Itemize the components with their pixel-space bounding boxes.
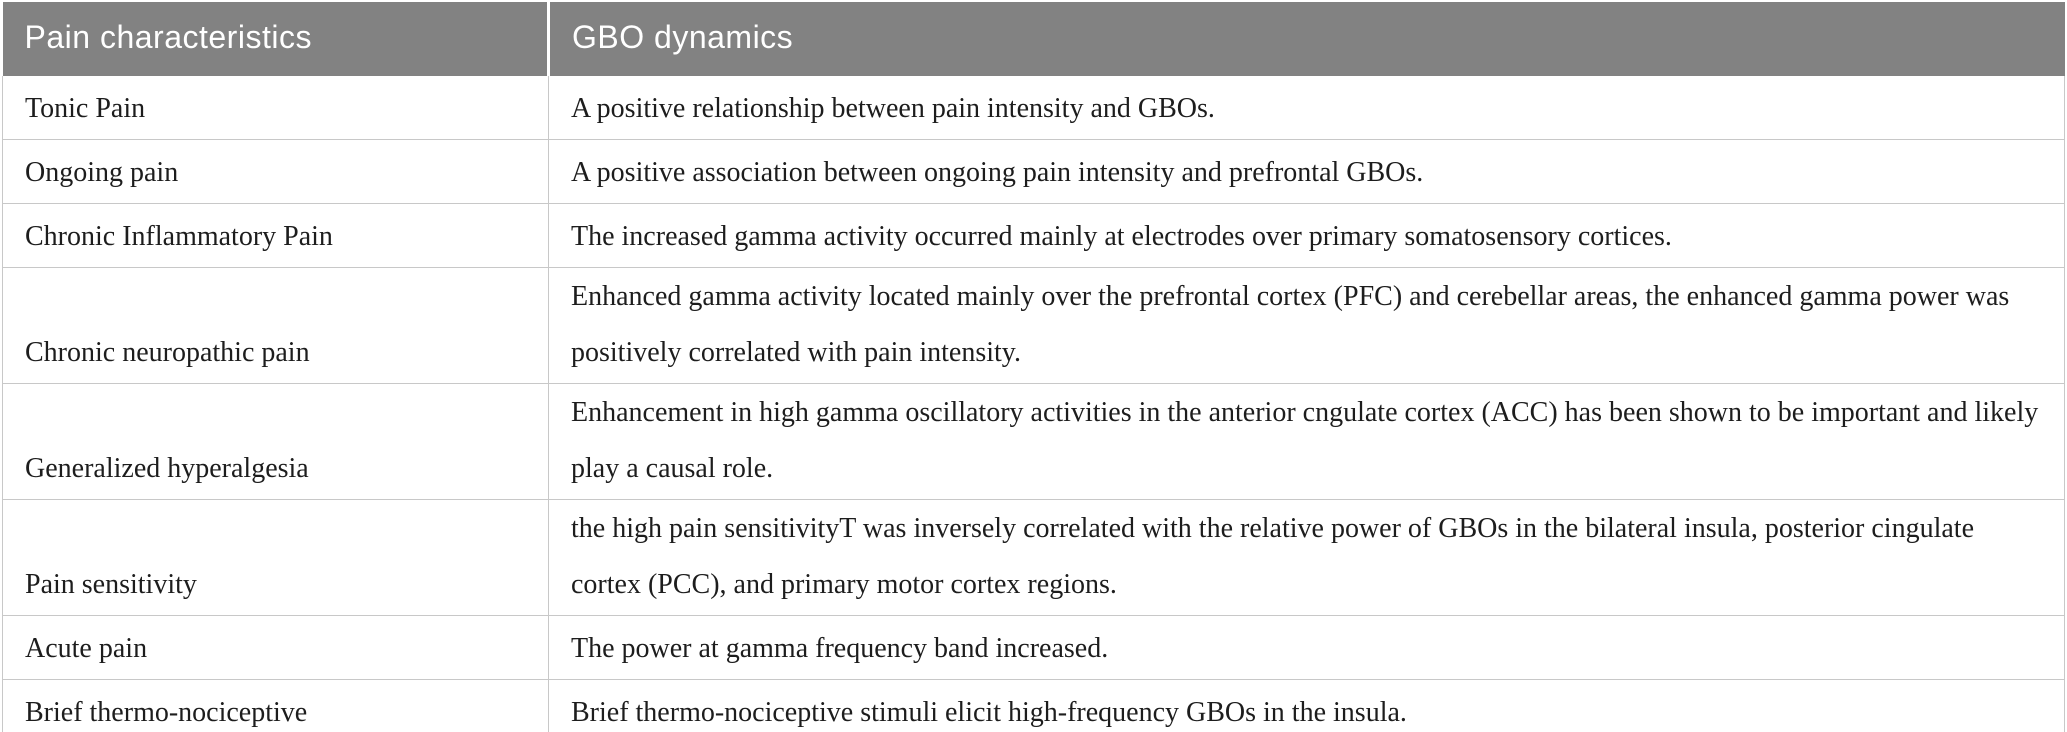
- table-row: Ongoing pain A positive association betw…: [2, 139, 2065, 204]
- pain-characteristic-cell: Brief thermo-nociceptive: [2, 679, 549, 732]
- gbo-dynamics-cell: The power at gamma frequency band increa…: [548, 615, 2065, 680]
- pain-characteristic-cell: Chronic Inflammatory Pain: [2, 203, 549, 268]
- pain-characteristic-cell: Ongoing pain: [2, 139, 549, 204]
- table-body: Tonic Pain A positive relationship betwe…: [2, 76, 2065, 732]
- column-header-pain-characteristics: Pain characteristics: [2, 2, 550, 76]
- gbo-dynamics-cell: A positive association between ongoing p…: [548, 139, 2065, 204]
- gbo-dynamics-cell: Enhancement in high gamma oscillatory ac…: [548, 383, 2065, 500]
- table-header: Pain characteristics GBO dynamics: [2, 2, 2065, 76]
- column-header-gbo-dynamics: GBO dynamics: [548, 2, 2065, 76]
- table-row: Pain sensitivity the high pain sensitivi…: [2, 499, 2065, 616]
- table-row: Chronic neuropathic pain Enhanced gamma …: [2, 267, 2065, 384]
- table-row: Generalized hyperalgesia Enhancement in …: [2, 383, 2065, 500]
- pain-characteristic-cell: Chronic neuropathic pain: [2, 267, 549, 384]
- pain-characteristic-cell: Acute pain: [2, 615, 549, 680]
- table-row: Brief thermo-nociceptive Brief thermo-no…: [2, 679, 2065, 732]
- gbo-dynamics-cell: Brief thermo-nociceptive stimuli elicit …: [548, 679, 2065, 732]
- pain-characteristic-cell: Pain sensitivity: [2, 499, 549, 616]
- table-row: Acute pain The power at gamma frequency …: [2, 615, 2065, 680]
- gbo-dynamics-cell: The increased gamma activity occurred ma…: [548, 203, 2065, 268]
- gbo-dynamics-cell: A positive relationship between pain int…: [548, 76, 2065, 140]
- gbo-dynamics-cell: Enhanced gamma activity located mainly o…: [548, 267, 2065, 384]
- header-row: Pain characteristics GBO dynamics: [2, 2, 2065, 76]
- table-row: Chronic Inflammatory Pain The increased …: [2, 203, 2065, 268]
- pain-characteristic-cell: Generalized hyperalgesia: [2, 383, 549, 500]
- pain-characteristic-cell: Tonic Pain: [2, 76, 549, 140]
- table-row: Tonic Pain A positive relationship betwe…: [2, 76, 2065, 140]
- gbo-dynamics-cell: the high pain sensitivityT was inversely…: [548, 499, 2065, 616]
